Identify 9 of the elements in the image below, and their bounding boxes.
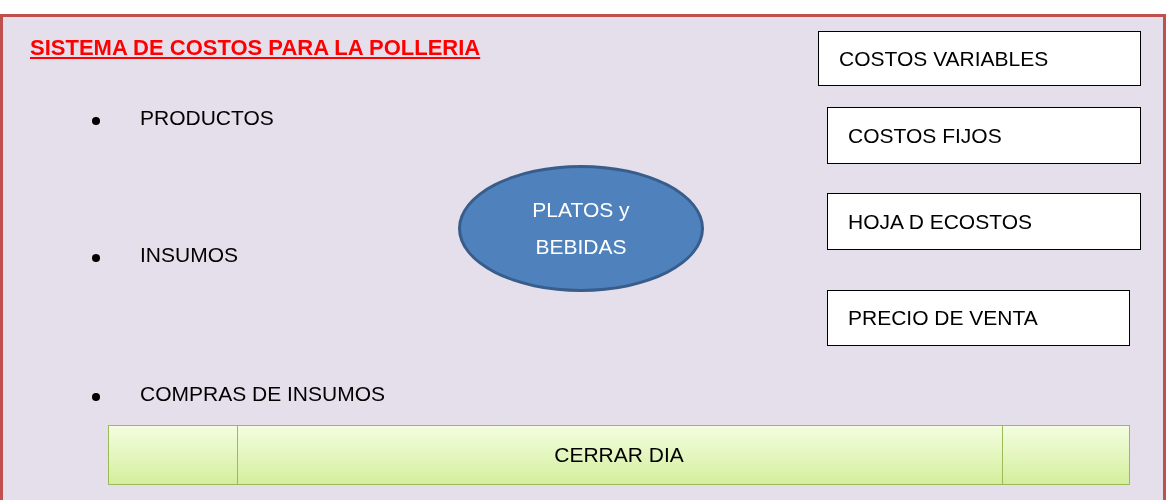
page-title: SISTEMA DE COSTOS PARA LA POLLERIA (30, 35, 481, 61)
list-item-text: PRODUCTOS (140, 106, 274, 130)
menu-button: COSTOS VARIABLES (818, 31, 1141, 86)
menu-button: PRECIO DE VENTA (827, 290, 1130, 346)
menu-button: COSTOS FIJOS (827, 107, 1141, 164)
action-button: CERRAR DIA (108, 425, 1130, 485)
list-item-text: COMPRAS DE INSUMOS (140, 382, 386, 406)
menu-button: HOJA D ECOSTOS (827, 193, 1141, 250)
list-item-text: INSUMOS (140, 243, 238, 267)
